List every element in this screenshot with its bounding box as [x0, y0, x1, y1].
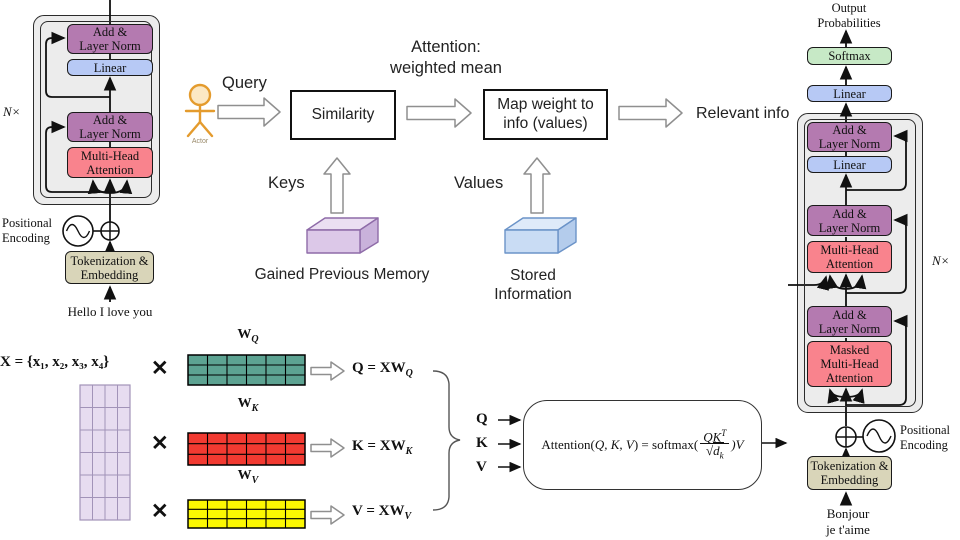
- query-arrow: [217, 97, 281, 127]
- keys-up-arrow: [323, 157, 351, 214]
- wv-label: WV: [237, 468, 259, 486]
- times-icon: ✕: [151, 500, 169, 523]
- decoder-add-layer-norm-3: Add & Layer Norm: [807, 306, 892, 337]
- wq-result-arrow: [310, 361, 345, 381]
- k-input-label: K: [476, 435, 488, 451]
- encoder-to-decoder-line: [788, 275, 830, 291]
- encoder-positional-encoding-label: Positional Encoding: [2, 216, 53, 245]
- similarity-box: Similarity: [290, 90, 396, 140]
- keys-label: Keys: [268, 174, 305, 192]
- decoder-multi-head-attention: Multi-Head Attention: [807, 241, 892, 273]
- values-label: Values: [454, 174, 504, 192]
- decoder-flow-lines: [788, 29, 908, 506]
- encoder-skip-connection-upper: [45, 31, 110, 98]
- formula-fraction: QKT√dk: [700, 428, 730, 462]
- stored-information-cube: [504, 217, 577, 254]
- encoder-positional-encoding-symbol: [62, 215, 120, 247]
- similarity-to-map-arrow: [406, 98, 472, 128]
- values-up-arrow: [523, 157, 551, 214]
- decoder-linear-inner: Linear: [807, 156, 892, 173]
- decoder-n-times-label: N×: [932, 253, 950, 268]
- encoder-add-layer-norm-top: Add & Layer Norm: [67, 24, 153, 54]
- wq-label: WQ: [237, 327, 259, 345]
- query-label: Query: [222, 74, 267, 92]
- decoder-softmax: Softmax: [807, 47, 892, 65]
- encoder-n-times-label: N×: [3, 104, 21, 119]
- stored-information-label: Stored Information: [494, 267, 572, 304]
- weight-matrix-wq: [187, 354, 306, 386]
- gained-previous-memory-label: Gained Previous Memory: [254, 266, 430, 283]
- decoder-tokenization-embedding: Tokenization & Embedding: [807, 456, 892, 490]
- v-input-label: V: [476, 459, 487, 475]
- output-probabilities-label: Output Probabilities: [817, 1, 881, 30]
- decoder-add-layer-norm-2: Add & Layer Norm: [807, 205, 892, 236]
- decoder-positional-encoding-symbol: [835, 419, 896, 453]
- weight-matrix-wk: [187, 432, 306, 466]
- decoder-linear-output: Linear: [807, 85, 892, 102]
- map-weight-box: Map weight to info (values): [483, 89, 608, 140]
- weight-matrix-wv: [187, 499, 306, 529]
- decoder-add-layer-norm-1: Add & Layer Norm: [807, 122, 892, 152]
- times-icon: ✕: [151, 432, 169, 455]
- qkv-brace: [432, 370, 461, 511]
- wk-result-arrow: [310, 438, 345, 458]
- encoder-linear: Linear: [67, 59, 153, 76]
- q-input-label: Q: [476, 411, 488, 427]
- encoder-skip-connection-lower: [45, 120, 110, 193]
- decoder-skip-connection-2: [846, 213, 908, 294]
- decoder-skip-connection-1: [846, 129, 908, 191]
- q-equation: Q = XWQ: [352, 360, 413, 379]
- formula-io-arrows: [498, 414, 788, 473]
- times-icon: ✕: [151, 357, 169, 380]
- encoder-add-layer-norm-bottom: Add & Layer Norm: [67, 112, 153, 142]
- decoder-input-sentence: Bonjour je t'aime: [826, 506, 870, 537]
- actor-icon: [184, 83, 216, 138]
- decoder-masked-multi-head-attention: Masked Multi-Head Attention: [807, 341, 892, 387]
- wv-result-arrow: [310, 505, 345, 525]
- gained-memory-cube: [306, 217, 379, 254]
- relevant-info-label: Relevant info: [696, 105, 790, 122]
- encoder-multi-head-attention: Multi-Head Attention: [67, 147, 153, 178]
- attention-weighted-mean-title: Attention: weighted mean: [390, 38, 502, 77]
- v-equation: V = XWV: [352, 503, 412, 522]
- actor-label: Actor: [191, 138, 209, 145]
- wk-label: WK: [237, 396, 259, 414]
- attention-formula-box: Attention(Q, K, V) = softmax(QKT√dk)V: [523, 400, 762, 490]
- decoder-skip-connection-3: [846, 314, 908, 406]
- map-to-relevant-arrow: [618, 98, 683, 128]
- x-definition: X = {x₁, x₂, x₃, x₄}: [0, 354, 110, 370]
- input-matrix-x: [79, 384, 131, 521]
- decoder-positional-encoding-label: Positional Encoding: [900, 423, 951, 452]
- encoder-input-sentence: Hello I love you: [67, 304, 153, 319]
- encoder-tokenization-embedding: Tokenization & Embedding: [65, 251, 154, 284]
- k-equation: K = XWK: [352, 438, 413, 457]
